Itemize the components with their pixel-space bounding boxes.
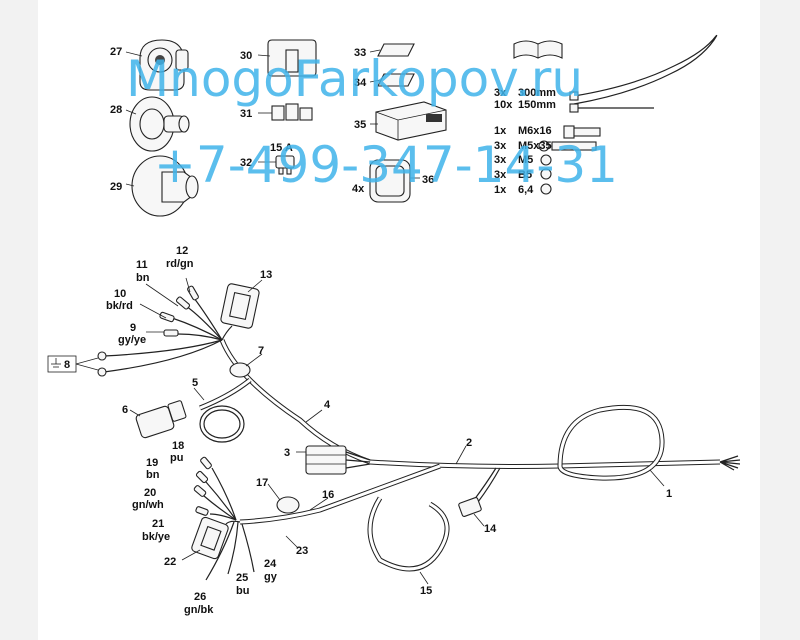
label-24-color: gy: [264, 571, 278, 583]
label-12-color: rd/gn: [166, 258, 194, 270]
label-4: 4: [324, 399, 331, 411]
label-8: 8: [64, 359, 70, 371]
label-20: 20: [144, 487, 156, 499]
watermark-phone: +7-499-347-14-31: [154, 136, 618, 194]
label-32: 32: [240, 157, 252, 169]
plug-30-drawing: [267, 39, 317, 77]
label-21-color: bk/ye: [142, 531, 170, 543]
label-7: 7: [258, 345, 264, 357]
label-15: 15: [420, 585, 432, 597]
label-9-color: gy/ye: [118, 334, 146, 346]
label-29: 29: [110, 181, 122, 193]
label-34: 34: [354, 77, 367, 89]
label-13: 13: [260, 269, 272, 281]
label-10-color: bk/rd: [106, 300, 133, 312]
label-18-color: pu: [170, 452, 183, 464]
label-26-color: gn/bk: [184, 604, 214, 616]
label-25-color: bu: [236, 585, 249, 597]
label-31: 31: [240, 108, 252, 120]
label-17: 17: [256, 477, 268, 489]
label-25: 25: [236, 572, 248, 584]
module-35-drawing: [375, 101, 447, 141]
gasket-29-drawing: [131, 155, 199, 217]
wiring-harness-diagram: 27 28 29 30 31 32 15 A 33: [47, 34, 741, 616]
label-3: 3: [284, 447, 290, 459]
label-27: 27: [110, 46, 122, 58]
label-30: 30: [240, 50, 252, 62]
label-9: 9: [130, 322, 136, 334]
connector-13-drawing: [220, 283, 260, 329]
label-5: 5: [192, 377, 198, 389]
label-22: 22: [164, 556, 176, 568]
label-28: 28: [110, 104, 122, 116]
connector-3-drawing: [305, 445, 347, 475]
label-24: 24: [264, 558, 277, 570]
pad-34-drawing: [377, 73, 415, 87]
label-36: 36: [422, 174, 434, 186]
connector-6-drawing: [135, 400, 187, 439]
connector-22-drawing: [191, 516, 229, 560]
label-23: 23: [296, 545, 308, 557]
cable-ties-drawing: [569, 34, 718, 113]
terminals-31-drawing: [271, 103, 313, 121]
gasket-28-drawing: [129, 96, 190, 152]
socket-27-drawing: [139, 39, 189, 91]
label-16: 16: [322, 489, 334, 501]
hardware-drawing: [538, 125, 601, 195]
label-10: 10: [114, 288, 126, 300]
pad-33-drawing: [377, 43, 415, 57]
label-14: 14: [484, 523, 497, 535]
label-33: 33: [354, 47, 366, 59]
label-26: 26: [194, 591, 206, 603]
watermark-site: MnogoFarkopov.ru: [126, 50, 583, 108]
pads-36-drawing: [369, 159, 411, 203]
label-21: 21: [152, 518, 164, 530]
label-1: 1: [666, 488, 672, 500]
pads-quantity: 4x: [352, 183, 365, 195]
label-19-color: bn: [146, 469, 160, 481]
label-12: 12: [176, 245, 188, 257]
manual-book-icon: [513, 40, 563, 59]
label-18: 18: [172, 440, 184, 452]
label-11: 11: [136, 259, 148, 271]
label-35: 35: [354, 119, 366, 131]
label-20-color: gn/wh: [132, 499, 164, 511]
fuse-rating-text: 15 A: [270, 142, 293, 154]
label-19: 19: [146, 457, 158, 469]
ground-icon: [51, 358, 61, 368]
label-6: 6: [122, 404, 128, 416]
parts-diagram-sheet: 27 28 29 30 31 32 15 A 33: [38, 0, 760, 640]
label-2: 2: [466, 437, 472, 449]
label-11-color: bn: [136, 272, 150, 284]
